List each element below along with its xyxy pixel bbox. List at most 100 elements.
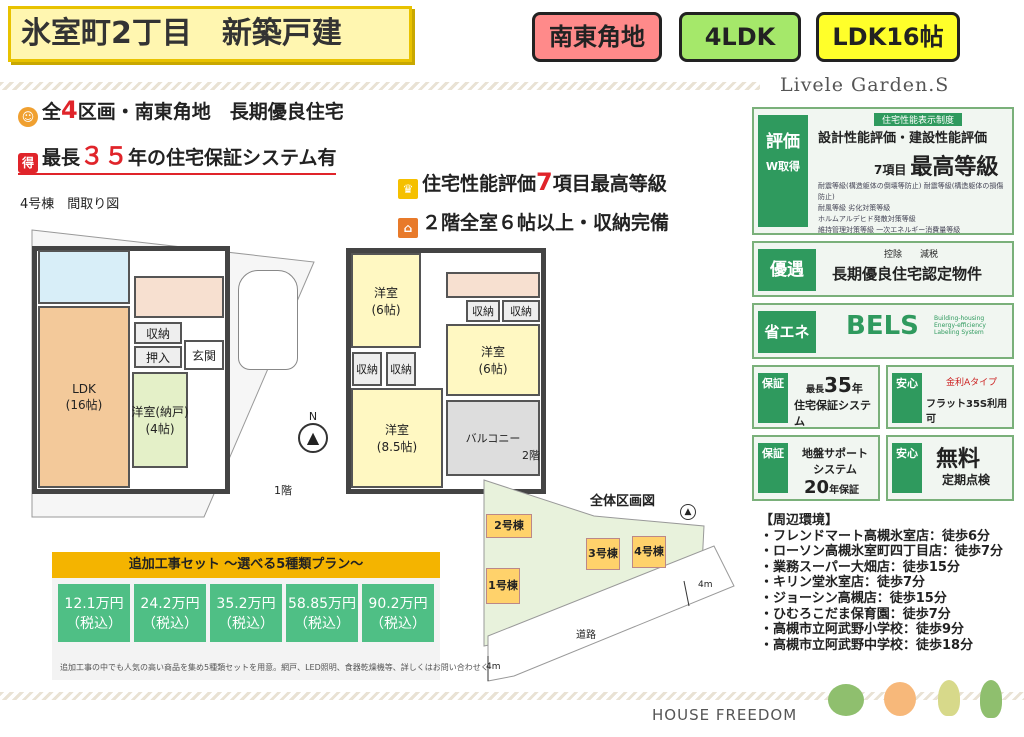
card-evaluation-title: 設計性能評価・建設性能評価 xyxy=(818,131,988,146)
card-warranty-label: 保証 xyxy=(758,373,788,423)
card-preferential: 優遇 控除 減税 長期優良住宅認定物件 xyxy=(752,241,1014,297)
card-flat35-title: フラット35S利用可 xyxy=(926,399,1008,425)
storage-2f-c: 収納 xyxy=(466,300,500,322)
bath-area xyxy=(38,250,130,304)
card-flat35-label: 安心 xyxy=(892,373,922,423)
floor1-label: 1階 xyxy=(274,484,292,497)
storage-2f-d: 収納 xyxy=(502,300,540,322)
road-label: 道路 xyxy=(576,630,596,641)
card-warranty: 保証 最長35年 住宅保証システム xyxy=(752,365,880,429)
layout-badge: 4LDK xyxy=(679,12,801,62)
closet-1f: 押入 xyxy=(134,346,182,368)
site-plan: 2号棟 1号棟 3号棟 4号棟 道路 4m 4m ▲ xyxy=(474,476,744,688)
price-plan-5: 90.2万円（税込） xyxy=(362,584,434,642)
room-ldk: LDK (16帖) xyxy=(38,306,130,488)
compass-icon: ▲ xyxy=(298,423,328,453)
storage-2f-a: 収納 xyxy=(352,352,382,386)
card-evaluation-items: 耐震等級(構造躯体の倒壊等防止) 耐震等級(構造躯体の損傷防止)耐風等級 劣化対… xyxy=(818,182,1004,234)
top-stripe xyxy=(0,82,760,90)
brand-name: Livele Garden.S xyxy=(780,74,950,96)
card-inspection-sub: 定期点検 xyxy=(942,473,991,487)
price-plan-4: 58.85万円（税込） xyxy=(286,584,358,642)
road-width-left: 4m xyxy=(486,662,501,672)
tree-icon xyxy=(980,680,1002,718)
feature-line-1: ☺全4区画・南東角地 長期優良住宅 xyxy=(18,96,344,127)
smile-icon: ☺ xyxy=(18,107,38,127)
room-storage-4jo: 洋室(納戸) (4帖) xyxy=(131,372,189,468)
card-preferential-label: 優遇 xyxy=(758,249,816,291)
access-item: ・ジョーシン高槻店：徒歩15分 xyxy=(760,590,947,606)
card-evaluation-level: 7項目最高等級 xyxy=(874,155,999,180)
lot-2: 2号棟 xyxy=(486,514,532,538)
access-item: ・ローソン高槻氷室町四丁目店：徒歩7分 xyxy=(760,544,1004,560)
card-warranty-title: 住宅保証システム xyxy=(794,399,871,428)
card-ground: 保証 地盤サポートシステム 20年保証 xyxy=(752,435,880,501)
card-preferential-tags: 控除 減税 xyxy=(884,250,939,260)
card-energy: 省エネ BELS Building-housing Energy-efficie… xyxy=(752,303,1014,359)
company-name: HOUSE FREEDOM xyxy=(652,706,798,724)
bottom-stripe xyxy=(0,692,1024,700)
road-width-right: 4m xyxy=(698,580,713,590)
access-item: ・キリン堂氷室店：徒歩7分 xyxy=(760,575,926,591)
room-2f-6jo-b: 洋室 (6帖) xyxy=(446,324,540,396)
card-ground-title: 地盤サポートシステム xyxy=(802,447,868,476)
card-inspection-title: 無料 xyxy=(936,447,981,472)
stairs-2f xyxy=(446,272,540,298)
card-warranty-years: 最長35年 xyxy=(806,373,863,397)
deal-icon: 得 xyxy=(18,153,38,173)
access-item: ・ひむろこだま保育園：徒歩7分 xyxy=(760,606,951,622)
feature-line-3: ♛住宅性能評価7項目最高等級 xyxy=(398,168,667,199)
crown-icon: ♛ xyxy=(398,179,418,199)
feature-line-2: 得最長３５年の住宅保証システム有 xyxy=(18,136,337,175)
room-2f-6jo-a: 洋室 (6帖) xyxy=(351,253,421,348)
price-plan-2: 24.2万円（税込） xyxy=(134,584,206,642)
card-inspection: 安心 無料 定期点検 xyxy=(886,435,1014,501)
card-ground-label: 保証 xyxy=(758,443,788,493)
access-item: ・高槻市立阿武野中学校：徒歩18分 xyxy=(760,637,974,653)
bels-logo: BELS xyxy=(846,311,919,341)
room-2f-8-5jo: 洋室 (8.5帖) xyxy=(351,388,443,488)
access-list: 【周辺環境】 ・フレンドマート高槻氷室店：徒歩6分 ・ローソン高槻氷室町四丁目店… xyxy=(760,513,1022,653)
lot-3: 3号棟 xyxy=(586,538,620,570)
floorplan-caption: 4号棟 間取り図 xyxy=(20,197,120,212)
north-arrow: N ▲ xyxy=(297,410,329,456)
card-inspection-label: 安心 xyxy=(892,443,922,493)
option-footer: 追加工事の中でも人気の高い商品を集め5種類セットを用意。網戸、LED照明、食器乾… xyxy=(60,663,513,672)
card-evaluation-small: 住宅性能表示制度 xyxy=(874,113,963,126)
option-heading: 追加工事セット ～選べる5種類プラン～ xyxy=(52,552,440,578)
storage-2f-b: 収納 xyxy=(386,352,416,386)
lot-4: 4号棟 xyxy=(632,536,666,568)
bels-sub: Building-housing Energy-efficiency Label… xyxy=(934,315,986,336)
feature-line-4: ⌂２階全室６帖以上・収納完備 xyxy=(398,208,669,238)
floor2-plan: 洋室 (6帖) 洋室 (6帖) 洋室 (8.5帖) 収納 収納 収納 収納 バル… xyxy=(346,248,552,494)
tree-icon xyxy=(828,684,864,716)
access-item: ・フレンドマート高槻氷室店：徒歩6分 xyxy=(760,528,991,544)
access-item: ・業務スーパー大畑店：徒歩15分 xyxy=(760,559,960,575)
access-heading: 【周辺環境】 xyxy=(760,513,839,528)
card-flat35: 安心 金利Aタイプ フラット35S利用可 xyxy=(886,365,1014,429)
floor1-plan: LDK (16帖) 洋室(納戸) (4帖) 収納 押入 玄関 1階 xyxy=(24,222,320,522)
price-plan-3: 35.2万円（税込） xyxy=(210,584,282,642)
page-title: 氷室町2丁目 新築戸建 xyxy=(8,6,412,62)
house-icon: ⌂ xyxy=(398,218,418,238)
site-north-icon: ▲ xyxy=(680,504,696,520)
entrance: 玄関 xyxy=(184,340,224,370)
stairs-1f xyxy=(134,276,224,318)
card-energy-label: 省エネ xyxy=(758,311,816,353)
siteplan-caption: 全体区画図 xyxy=(590,494,656,509)
tree-icon xyxy=(938,680,960,716)
floor2-label: 2階 xyxy=(522,449,540,462)
tree-icon xyxy=(884,682,916,716)
corner-lot-badge: 南東角地 xyxy=(532,12,662,62)
storage-1f: 収納 xyxy=(134,322,182,344)
card-preferential-title: 長期優良住宅認定物件 xyxy=(832,265,983,283)
car-icon xyxy=(238,270,298,370)
lot-1: 1号棟 xyxy=(486,568,520,604)
ldk-size-badge: LDK16帖 xyxy=(816,12,960,62)
access-item: ・高槻市立阿武野小学校：徒歩9分 xyxy=(760,622,965,638)
price-plan-1: 12.1万円（税込） xyxy=(58,584,130,642)
card-ground-years: 20年保証 xyxy=(804,477,860,498)
card-flat35-small: 金利Aタイプ xyxy=(946,378,998,388)
